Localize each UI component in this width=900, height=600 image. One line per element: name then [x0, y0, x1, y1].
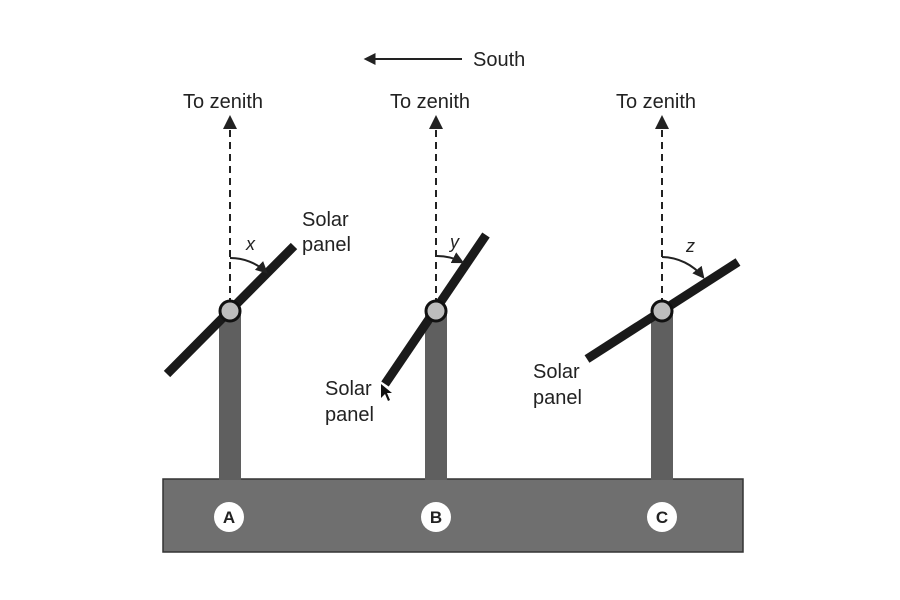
pivot-b	[424, 299, 448, 323]
angle-label-x: x	[245, 234, 256, 254]
zenith-label-a: To zenith	[183, 91, 263, 113]
panel-label-a-line1: Solar	[302, 209, 349, 231]
marker-label-c: C	[656, 508, 668, 527]
zenith-label-b: To zenith	[390, 91, 470, 113]
marker-c	[647, 502, 677, 532]
post-c	[651, 310, 673, 480]
angle-label-z: z	[685, 236, 695, 256]
base-platform	[162, 478, 744, 553]
marker-a	[214, 502, 244, 532]
panel-label-b-line1: Solar	[325, 378, 372, 400]
post-b	[425, 310, 447, 480]
angle-arc-c	[661, 256, 705, 279]
south-direction: South	[363, 49, 525, 71]
panel-label-a-line2: panel	[302, 234, 351, 256]
post-a	[219, 310, 241, 480]
angle-arc-b	[435, 252, 465, 264]
panel-label-c-line1: Solar	[533, 361, 580, 383]
pivot-a	[218, 299, 242, 323]
marker-label-b: B	[430, 508, 442, 527]
south-label: South	[473, 49, 525, 71]
assembly-b: To zenith y Solar panel B	[325, 91, 490, 532]
assembly-a: To zenith x Solar panel A	[163, 91, 351, 532]
cursor-icon	[381, 384, 392, 401]
panel-label-c-line2: panel	[533, 387, 582, 409]
panel-label-b-line2: panel	[325, 404, 374, 426]
angle-label-y: y	[448, 232, 460, 252]
angle-arc-a	[229, 256, 268, 274]
zenith-label-c: To zenith	[616, 91, 696, 113]
marker-label-a: A	[223, 508, 235, 527]
pivot-c	[650, 299, 674, 323]
marker-b	[421, 502, 451, 532]
assembly-c: To zenith z Solar panel C	[533, 91, 741, 532]
